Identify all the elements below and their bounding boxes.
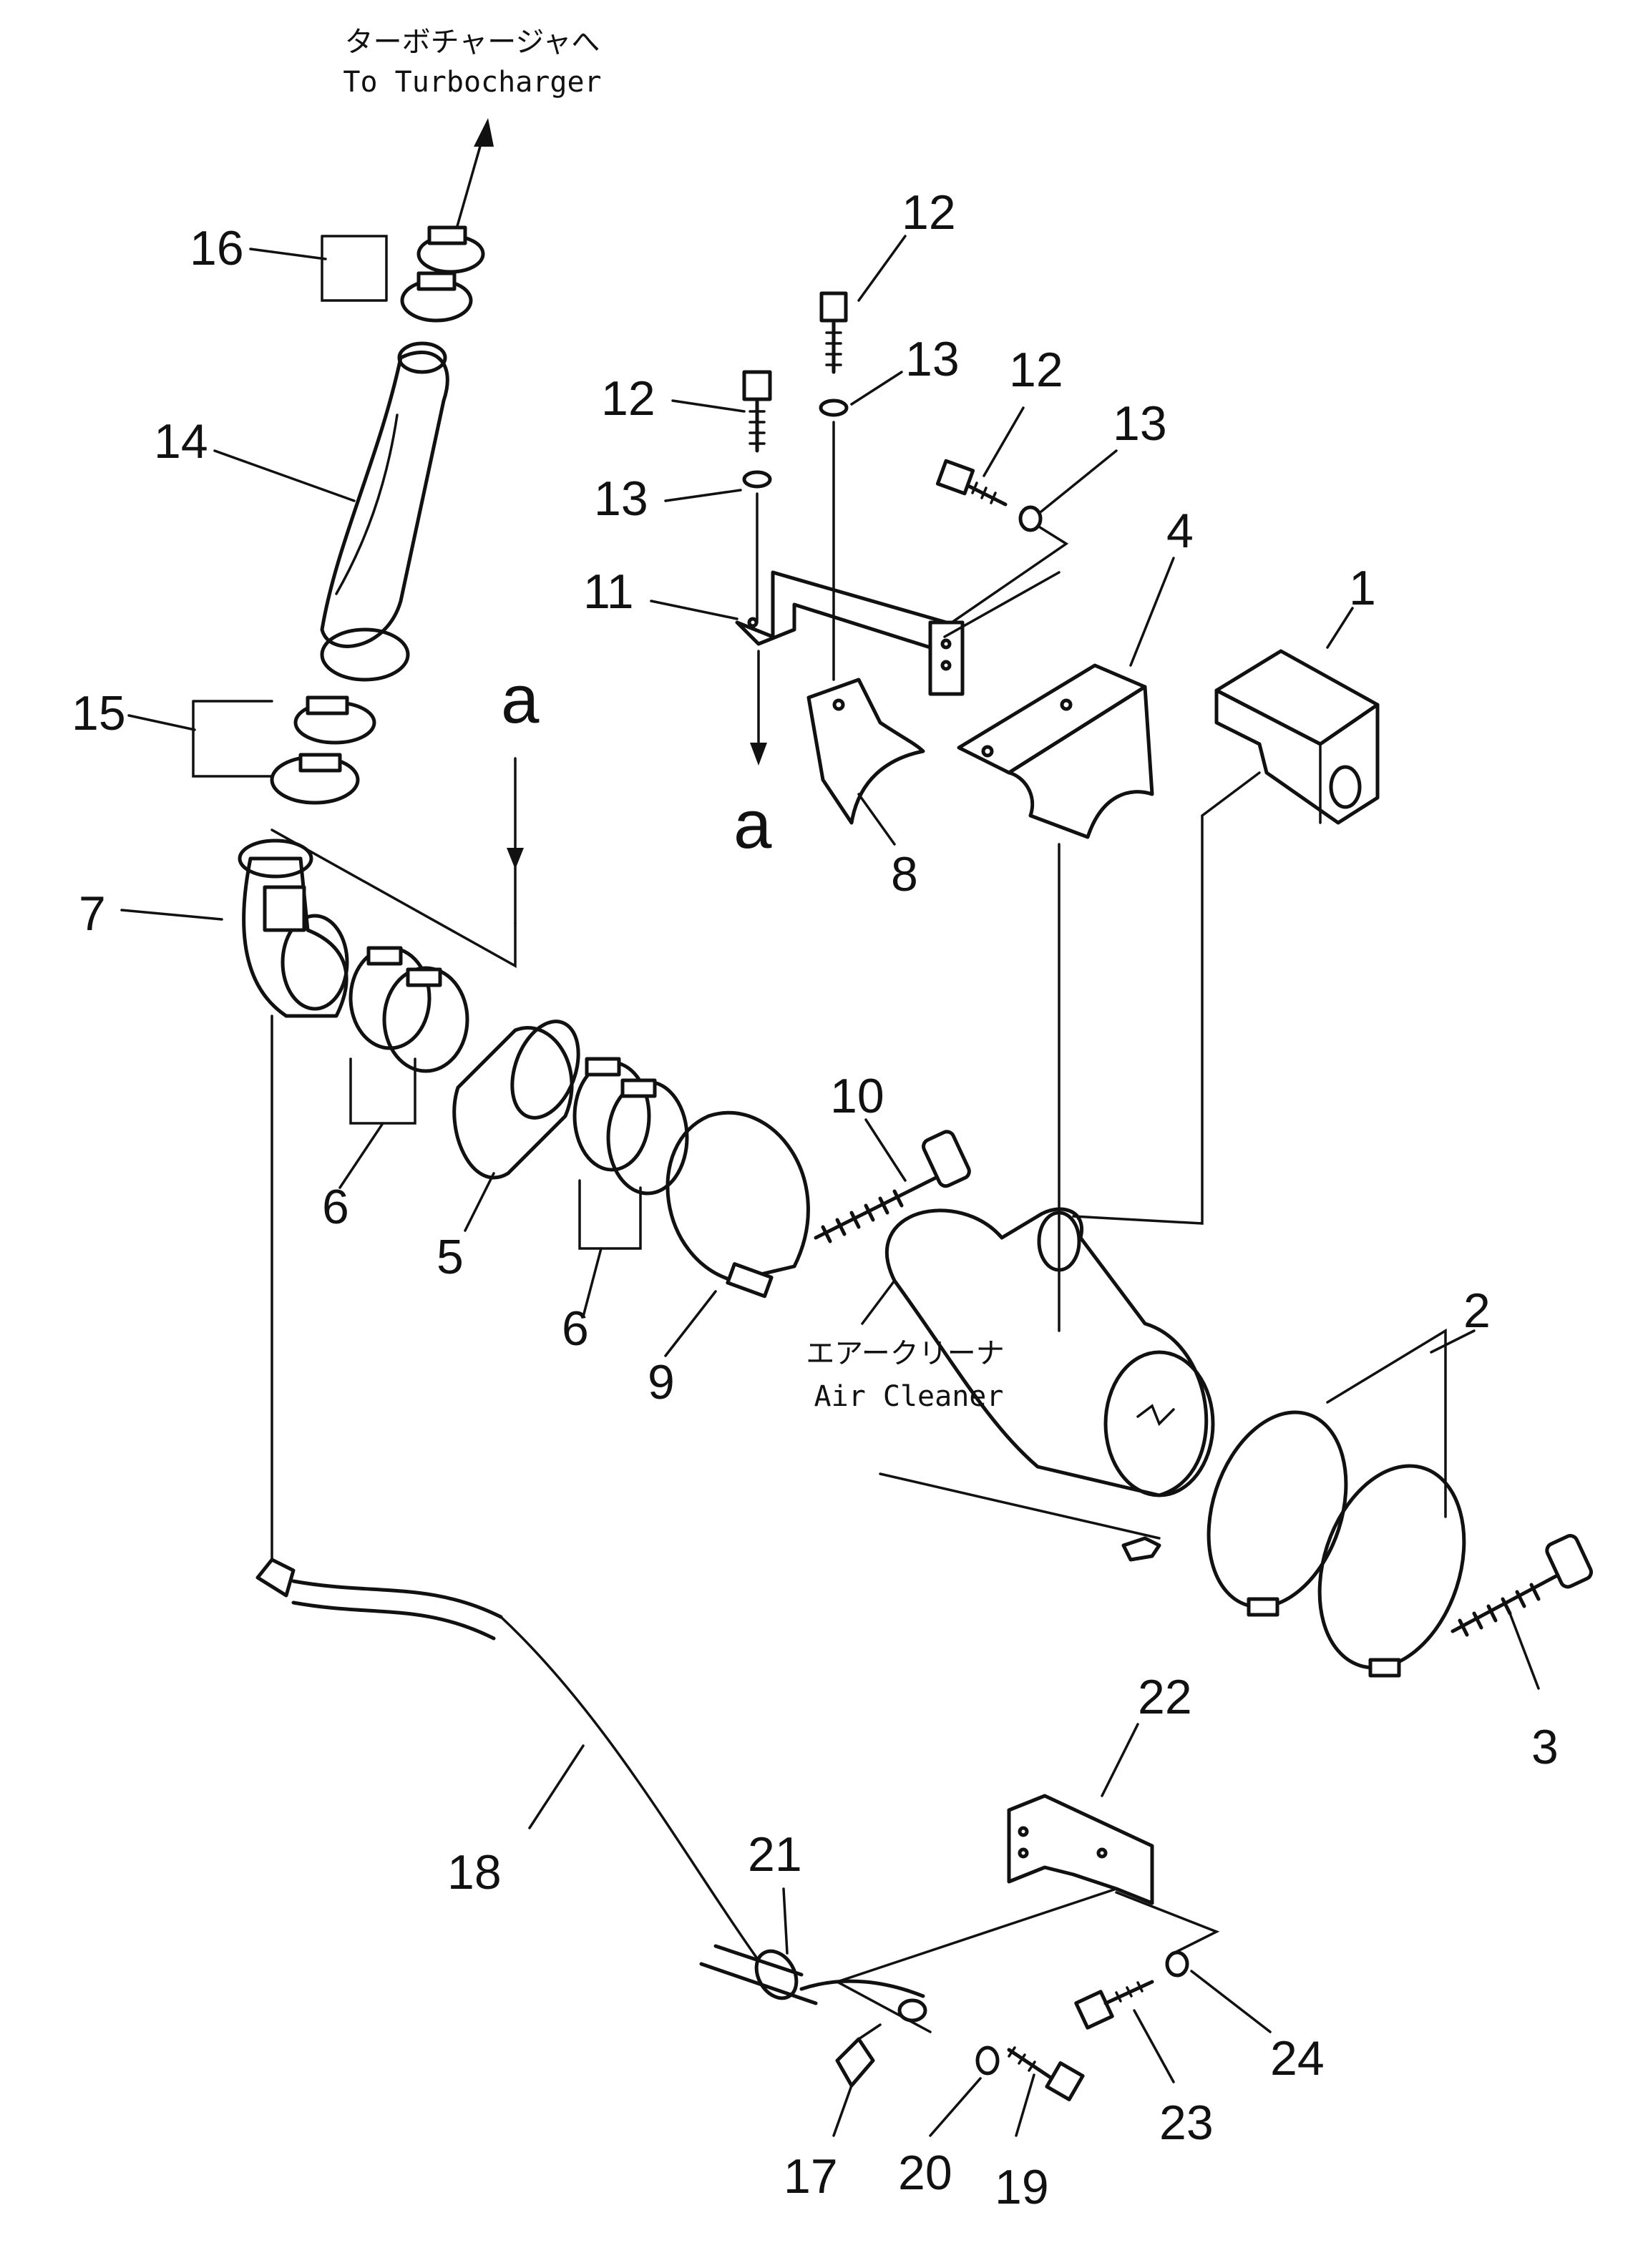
- elbow-connector-7: [238, 839, 349, 1561]
- band-clamp-9: [666, 1110, 810, 1299]
- callout-2: 2: [1463, 1284, 1491, 1338]
- callout-19: 19: [995, 2160, 1049, 2214]
- callout-4: 4: [1166, 504, 1194, 558]
- hose-clamp-6-right: [572, 1057, 689, 1250]
- bolt-12-left: [742, 370, 772, 453]
- callout-6-left: 6: [322, 1180, 349, 1234]
- callout-22: 22: [1138, 1670, 1192, 1724]
- support-bracket-4: [957, 663, 1154, 1332]
- turbocharger-caption-en: To Turbocharger: [343, 66, 601, 99]
- callout-20: 20: [898, 2146, 952, 2200]
- bolt-23: [1074, 1980, 1154, 2030]
- hose-clamp-16: [321, 225, 485, 323]
- bolt-12-right: [935, 459, 1008, 507]
- callout-12-right: 12: [1009, 343, 1063, 397]
- air-cleaner-body: [879, 1207, 1215, 1562]
- bolt-19: [1007, 2046, 1085, 2101]
- band-clamp-2: [1206, 1328, 1466, 1678]
- dust-indicator-17: [835, 2023, 882, 2088]
- washer-20: [975, 2045, 1000, 2076]
- cover-block-1: [1214, 649, 1380, 825]
- washer-24: [1165, 1950, 1189, 1978]
- bolt-10: [814, 1130, 971, 1243]
- callout-13-left: 13: [594, 471, 648, 526]
- turbocharger-caption-jp: ターボチャージャへ: [345, 26, 600, 59]
- sleeve-5: [452, 1020, 580, 1180]
- callout-10: 10: [830, 1069, 884, 1123]
- turbocharger-arrow: [453, 118, 494, 238]
- air-cleaner-caption-en: Air Cleaner: [814, 1380, 1004, 1413]
- callout-7: 7: [79, 886, 106, 941]
- support-bar-11: [735, 570, 1061, 696]
- callout-14: 14: [154, 414, 208, 469]
- reference-arrow-lower: [750, 650, 767, 766]
- callout-21: 21: [748, 1827, 802, 1882]
- callout-24: 24: [1270, 2031, 1325, 2086]
- callout-23: 23: [1159, 2096, 1214, 2150]
- hose-clamp-6-left: [348, 946, 469, 1125]
- callout-9: 9: [648, 1355, 675, 1409]
- callout-5: 5: [437, 1230, 464, 1284]
- callout-13-right: 13: [1113, 396, 1167, 451]
- air-cleaner-caption-jp: エアークリーナ: [806, 1337, 1005, 1370]
- callout-8: 8: [891, 847, 918, 901]
- washer-13-right: [950, 505, 1069, 624]
- callout-15: 15: [72, 686, 126, 740]
- callout-12-top: 12: [902, 185, 956, 240]
- callout-6-right: 6: [562, 1301, 589, 1356]
- vacuum-tube-18: [255, 1558, 760, 1962]
- reference-mark-upper: a: [501, 661, 540, 738]
- callout-17: 17: [784, 2149, 838, 2204]
- washer-13-top: [819, 399, 849, 681]
- bolt-3: [1451, 1534, 1594, 1637]
- callout-11: 11: [583, 564, 634, 619]
- callout-13-top: 13: [905, 332, 960, 386]
- reference-arrow-upper: [507, 757, 524, 869]
- hose-clip-21: [699, 1944, 927, 2023]
- washer-13-left: [742, 470, 772, 624]
- callout-18: 18: [447, 1845, 502, 1900]
- hose-clamp-15: [192, 695, 376, 805]
- indicator-bracket-22: [834, 1794, 1220, 2033]
- rubber-hose-14: [320, 341, 449, 682]
- callout-16: 16: [190, 221, 244, 275]
- callout-3: 3: [1531, 1720, 1559, 1774]
- bolt-12-top: [819, 291, 848, 374]
- reference-mark-lower: a: [733, 786, 772, 863]
- callout-12-left: 12: [601, 371, 655, 426]
- callout-1: 1: [1349, 561, 1376, 615]
- saddle-bracket-8: [806, 678, 925, 825]
